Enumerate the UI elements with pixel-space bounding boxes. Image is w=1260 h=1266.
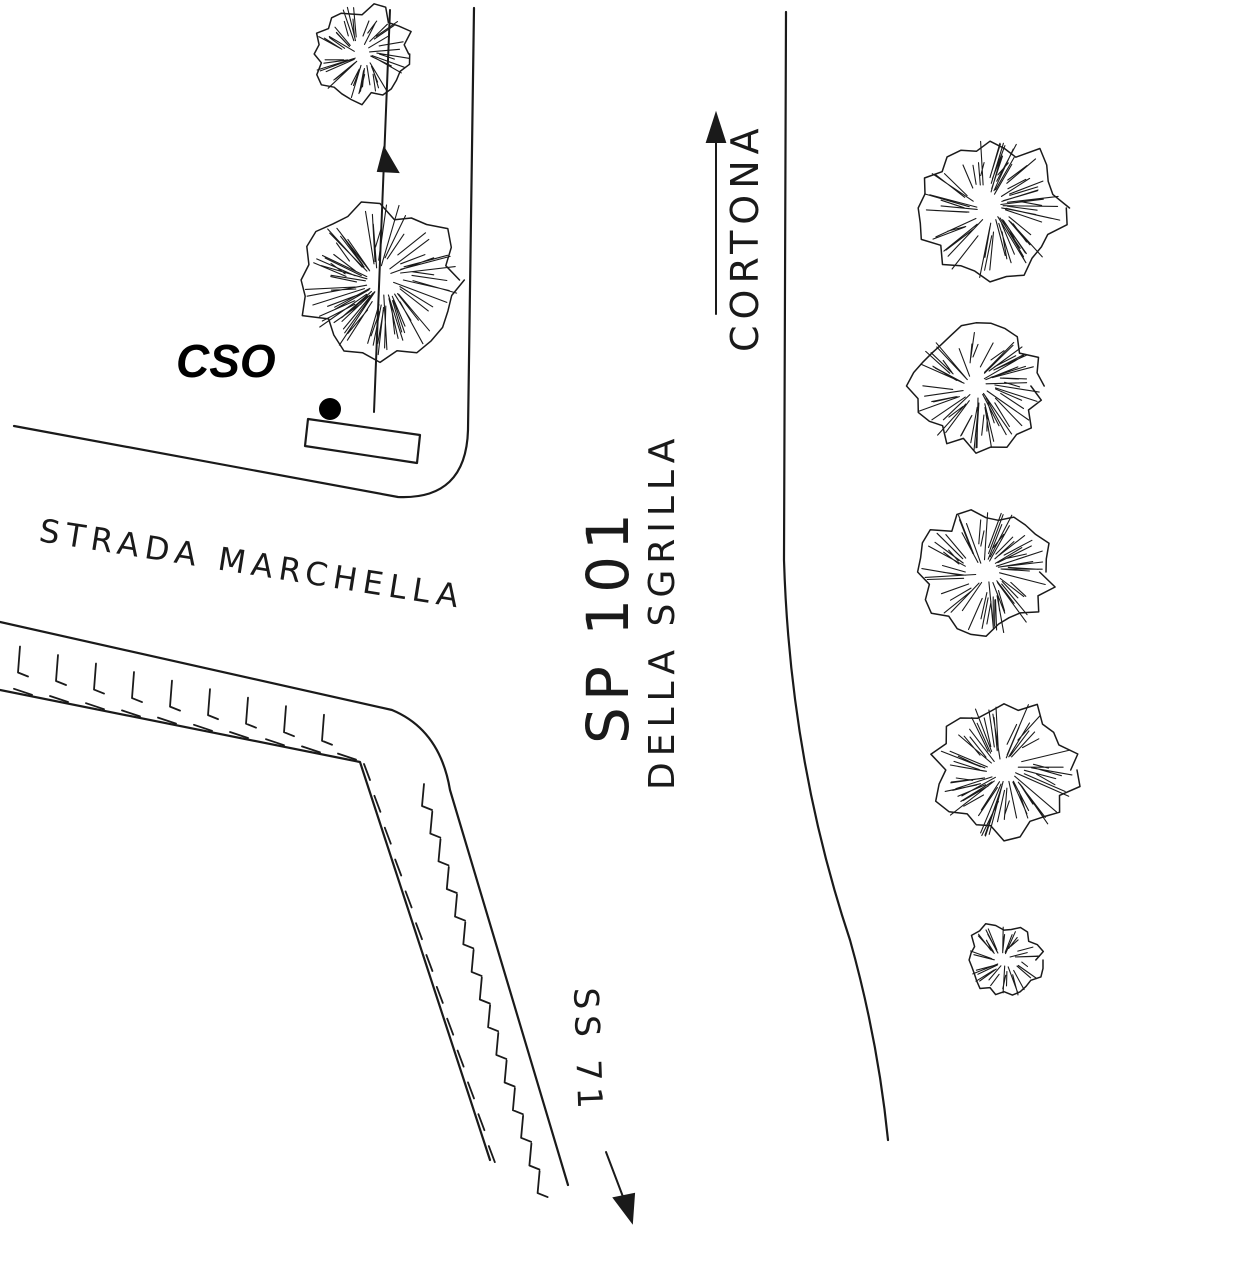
tree-icon <box>905 322 1045 454</box>
cortona-label: CORTONA <box>723 122 767 352</box>
sp101-name-label: DELLA SGRILLA <box>642 433 683 790</box>
cso-rectangle <box>303 417 422 465</box>
cso-point-marker <box>319 398 341 420</box>
ss71-arrow-icon <box>612 1192 636 1225</box>
tree-icon <box>917 140 1071 283</box>
direction-line <box>373 9 391 413</box>
strada-marchella-label: STRADA MARCHELLA <box>37 511 468 616</box>
tree-group <box>300 3 1081 996</box>
cortona-arrow-icon <box>705 110 727 143</box>
embankment-outer-edge <box>0 620 570 1187</box>
direction-arrow-icon <box>376 145 400 174</box>
sp101-number-label: SP 101 <box>574 507 642 744</box>
sp101-right-edge <box>782 10 890 1142</box>
block-curb-line <box>12 6 476 499</box>
tree-icon <box>300 201 466 364</box>
tree-icon <box>916 509 1056 638</box>
tree-icon <box>930 703 1081 842</box>
embankment-inner-edge <box>0 688 492 1162</box>
tree-icon <box>968 923 1045 996</box>
ss71-label: SS 71 <box>565 987 609 1116</box>
embankment-hatching <box>13 645 549 1198</box>
tree-icon <box>313 3 412 106</box>
cso-label: CSO <box>176 335 276 387</box>
